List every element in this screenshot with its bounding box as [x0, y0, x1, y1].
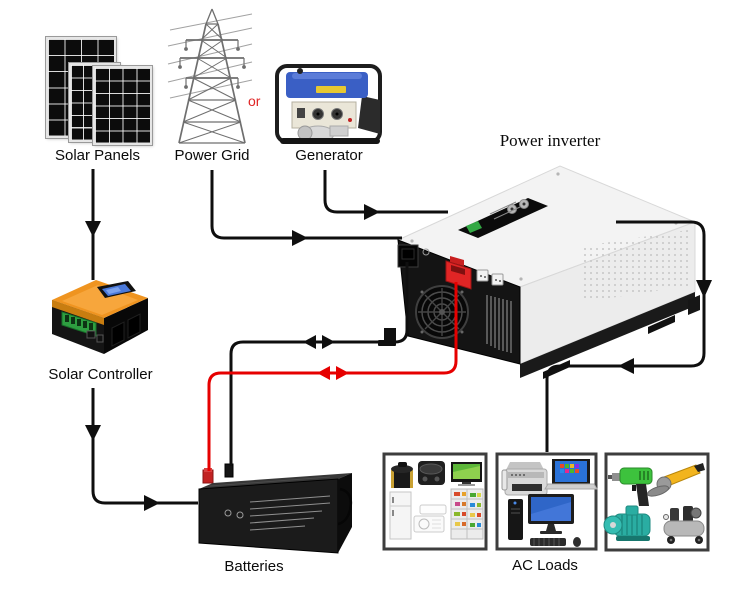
solar-panel-icon — [93, 66, 152, 145]
power-grid-label: Power Grid — [174, 147, 250, 164]
wire-battery-inverter-black — [229, 262, 409, 466]
wire-solar-panels-to-controller — [85, 169, 101, 280]
wire-inverter-to-ac-loads — [545, 220, 712, 452]
generator-icon — [275, 64, 382, 144]
solar-controller-label: Solar Controller — [48, 366, 153, 383]
wire-power-grid-to-inverter — [210, 170, 402, 246]
power-inverter-label: Power inverter — [499, 131, 601, 150]
ac-loads-appliances-box — [382, 452, 488, 551]
ac-loads-office-box — [495, 452, 598, 551]
wire-battery-inverter-red — [207, 282, 458, 471]
wire-generator-to-inverter — [323, 170, 448, 220]
ac-loads-label: AC Loads — [512, 557, 578, 574]
solar-panels-label: Solar Panels — [54, 147, 141, 164]
power-grid-tower-icon — [167, 8, 253, 144]
batteries-label: Batteries — [224, 558, 284, 575]
or-label: or — [248, 93, 261, 109]
wire-controller-to-battery — [85, 388, 198, 511]
power-inverter-icon — [378, 165, 700, 379]
solar-controller-icon — [52, 280, 148, 354]
battery-icon — [198, 463, 353, 554]
generator-label: Generator — [295, 147, 363, 164]
ac-loads-tools-box — [603, 452, 710, 552]
